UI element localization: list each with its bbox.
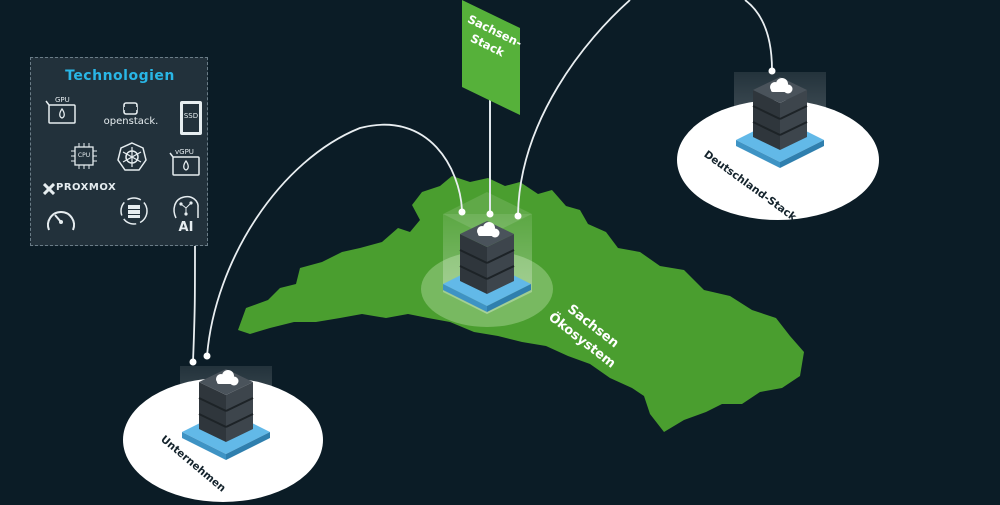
gpu-label: GPU — [55, 96, 70, 104]
ai-head-icon: AI — [171, 194, 201, 238]
gpu-card-icon: GPU — [45, 96, 81, 128]
vgpu-card-icon: vGPU — [167, 148, 203, 180]
openstack-label: openstack. — [103, 116, 159, 127]
ssd-label: SSD — [183, 112, 199, 120]
connector-tech-company — [192, 243, 196, 363]
company-node — [123, 366, 323, 502]
openstack-logo-icon: openstack. — [99, 102, 163, 130]
center-node — [421, 192, 553, 327]
cpu-label: CPU — [77, 152, 91, 159]
connector-center-germany — [517, 0, 631, 215]
proxmox-logo-icon: PROXMOX — [43, 182, 127, 196]
connector-germany-top — [744, 0, 773, 71]
connector-dots — [189, 67, 776, 366]
cpu-chip-icon: CPU — [71, 143, 97, 169]
technologies-title: Technologien — [65, 68, 175, 84]
proxmox-label: PROXMOX — [56, 182, 117, 193]
germany-node — [677, 72, 879, 220]
kubernetes-wheel-icon — [117, 142, 147, 172]
vgpu-label: vGPU — [175, 148, 194, 156]
flag-banner — [462, 0, 520, 115]
flag — [462, 0, 520, 214]
technologies-panel: Technologien GPU openstack. SSD CPU v — [30, 57, 208, 246]
connector-company-center — [206, 123, 463, 357]
ssd-drive-icon: SSD — [179, 100, 203, 136]
storage-cycle-icon — [119, 196, 149, 226]
speedometer-icon — [45, 206, 77, 234]
ai-label: AI — [178, 220, 194, 235]
